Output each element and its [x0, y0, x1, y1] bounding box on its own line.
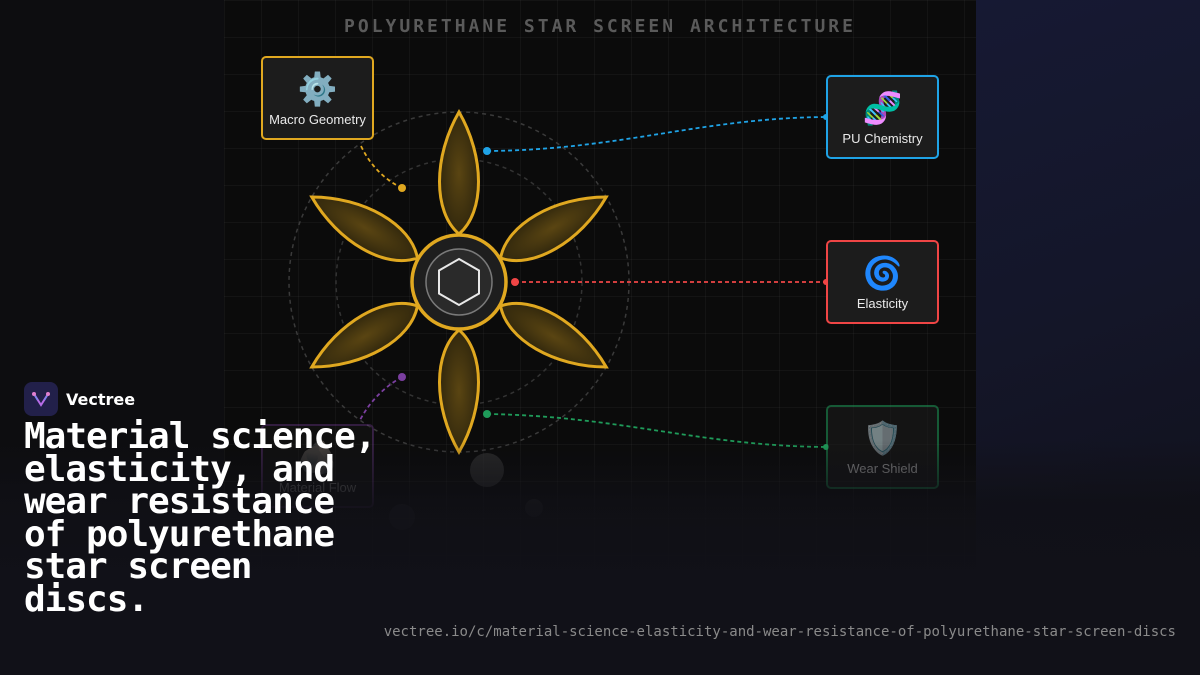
connector-pu-chemistry — [487, 117, 826, 151]
node-label: Wear Shield — [828, 461, 937, 476]
brand[interactable]: Vectree — [24, 382, 135, 416]
connector-wear-shield — [487, 414, 826, 447]
petal-bottom — [440, 330, 479, 452]
debris-particle — [470, 453, 504, 487]
connector-dot-chemistry — [483, 147, 491, 155]
node-label: Elasticity — [828, 296, 937, 311]
debris-particle — [389, 504, 415, 530]
petal-upper-left — [302, 180, 427, 275]
petal-top — [440, 112, 479, 234]
node-macro-geometry: ⚙️ Macro Geometry — [261, 56, 374, 140]
spiral-icon: 🌀 — [828, 255, 937, 291]
brand-name: Vectree — [66, 390, 135, 409]
petal-lower-right — [491, 289, 616, 384]
petal-upper-right — [491, 180, 616, 275]
dna-icon: 🧬 — [828, 90, 937, 126]
star-disc — [302, 112, 616, 452]
connector-material-flow — [360, 377, 402, 420]
headline: Material science, elasticity, and wear r… — [24, 421, 384, 616]
node-pu-chemistry: 🧬 PU Chemistry — [826, 75, 939, 159]
debris-particle — [525, 499, 543, 517]
connector-dot-macro — [398, 184, 406, 192]
vectree-logo-icon — [24, 382, 58, 416]
petal-lower-left — [302, 289, 427, 384]
connector-dot-flow — [398, 373, 406, 381]
node-elasticity: 🌀 Elasticity — [826, 240, 939, 324]
page-url[interactable]: vectree.io/c/material-science-elasticity… — [384, 624, 1176, 640]
shield-icon: 🛡️ — [828, 420, 937, 456]
node-label: PU Chemistry — [828, 131, 937, 146]
connector-dot-elasticity — [511, 278, 519, 286]
connector-macro-geometry — [361, 146, 402, 188]
connector-dot-wear — [483, 410, 491, 418]
node-label: Macro Geometry — [263, 112, 372, 127]
gear-icon: ⚙️ — [263, 71, 372, 107]
node-wear-shield: 🛡️ Wear Shield — [826, 405, 939, 489]
